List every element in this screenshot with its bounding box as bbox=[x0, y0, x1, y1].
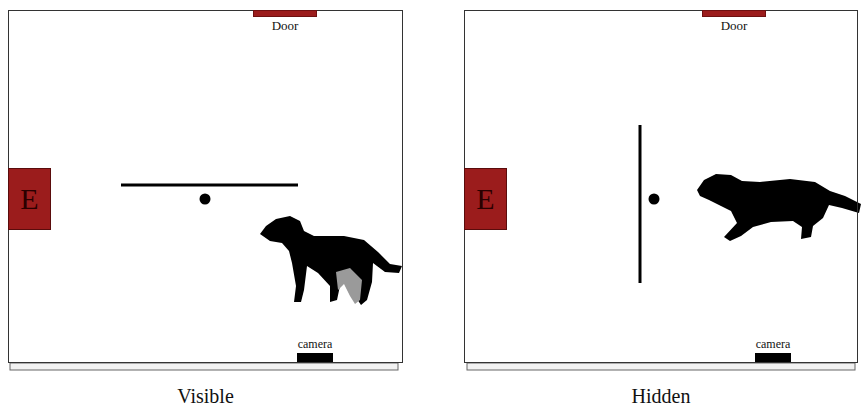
door-marker: Door bbox=[702, 10, 766, 17]
barrier bbox=[639, 125, 642, 283]
camera-marker: camera bbox=[755, 353, 791, 362]
node-label: E bbox=[20, 184, 38, 214]
ball bbox=[649, 194, 660, 205]
barrier bbox=[121, 184, 298, 187]
experimenter-box: E bbox=[464, 168, 507, 230]
camera-marker: camera bbox=[297, 353, 333, 362]
condition-panel: HiddenDoorEcamera bbox=[464, 10, 858, 363]
dog-running bbox=[697, 174, 861, 241]
ball bbox=[200, 194, 211, 205]
node-label: E bbox=[476, 184, 494, 214]
node-label: Door bbox=[272, 19, 299, 32]
condition-panel: VisibleDoorEcamera bbox=[8, 10, 403, 363]
floor-bar bbox=[467, 363, 855, 370]
experimenter-box: E bbox=[8, 168, 51, 230]
node-label: camera bbox=[298, 338, 333, 350]
node-label: Door bbox=[721, 19, 748, 32]
floor-bar bbox=[10, 363, 398, 370]
dog-standing bbox=[260, 216, 402, 305]
node-label: Hidden bbox=[632, 386, 691, 406]
node-label: Visible bbox=[177, 386, 234, 406]
door-marker: Door bbox=[253, 10, 317, 17]
node-label: camera bbox=[756, 338, 791, 350]
